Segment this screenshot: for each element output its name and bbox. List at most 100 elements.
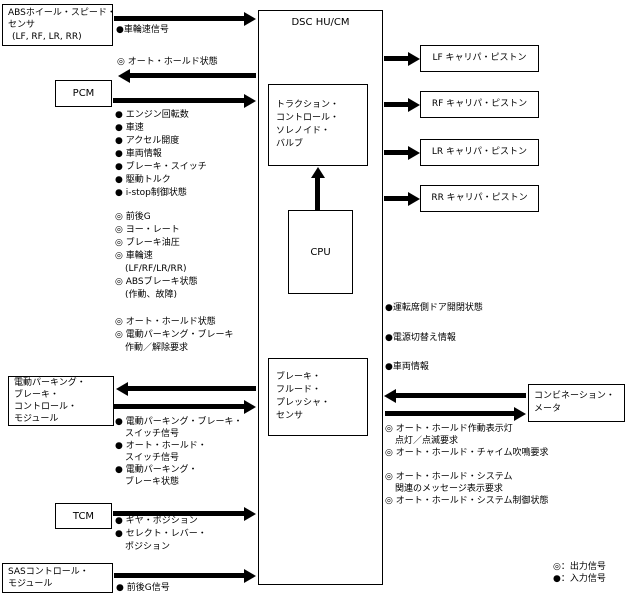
signal-pcm-input: ● i-stop制御状態 xyxy=(115,188,187,198)
signal-dsc-to-epb-cont: 作動／解除要求 xyxy=(125,343,189,353)
signal-pcm-input: ● 車速 xyxy=(115,123,144,133)
signal-epb-input: ● 電動パーキング・ xyxy=(115,465,198,475)
pressure-sensor-line1: ブレーキ・ xyxy=(276,372,322,382)
traction-valve-line4: バルブ xyxy=(276,139,304,149)
signal-epb-input-cont: ブレーキ状態 xyxy=(125,477,180,487)
signal-dsc-output: ◎ 車輪速 xyxy=(115,251,153,261)
signal-dsc-to-epb: ◎ オート・ホールド状態 xyxy=(115,317,216,327)
signal-meter-output: ◎ オート・ホールド・システム xyxy=(385,472,513,482)
combination-meter-line1: コンビネーション・ xyxy=(534,391,615,401)
legend-input-signal: ●：入力信号 xyxy=(553,574,606,584)
signal-tcm-input: ● ギヤ・ポジション xyxy=(115,516,198,526)
signal-meter-output: ◎ オート・ホールド・システム制御状態 xyxy=(385,496,549,506)
abs-sensor-box: ABSホイール・スピード・ センサ (LF, RF, LR, RR) xyxy=(2,4,116,46)
signal-epb-input-cont: スイッチ信号 xyxy=(125,453,180,463)
abs-sensor-label-line2: センサ xyxy=(8,20,36,30)
caliper-lr-label: LR キャリパ・ピストン xyxy=(431,147,528,157)
caliper-rf-label: RF キャリパ・ピストン xyxy=(431,99,528,109)
signal-dsc-output-cont: (作動、故障) xyxy=(125,290,178,300)
signal-dsc-output: ◎ ヨー・レート xyxy=(115,225,180,235)
arrow-dsc-to-caliper-rf xyxy=(384,102,408,107)
traction-valve-box: トラクション・ コントロール・ ソレノイド・ バルブ xyxy=(268,84,368,166)
signal-pcm-input: ● 車両情報 xyxy=(115,149,162,159)
signal-tcm-input: ● セレクト・レバー・ xyxy=(115,529,207,539)
signal-tcm-input-cont: ポジション xyxy=(125,542,171,552)
caliper-lf-box: LF キャリパ・ピストン xyxy=(420,45,539,72)
signal-epb-input-cont: スイッチ信号 xyxy=(125,429,180,439)
signal-dsc-output: ◎ 前後G xyxy=(115,212,151,222)
signal-pcm-input: ● エンジン回転数 xyxy=(115,110,189,120)
signal-list-pcm-inputs: ● エンジン回転数 ● 車速 ● アクセル開度 ● 車両情報 ● ブレーキ・スイ… xyxy=(115,109,207,200)
epb-label-line2: ブレーキ・ xyxy=(14,390,60,400)
tcm-box: TCM xyxy=(55,503,112,529)
epb-label-line1: 電動パーキング・ xyxy=(14,378,86,388)
combination-meter-box: コンビネーション・ メータ xyxy=(528,384,625,422)
traction-valve-line3: ソレノイド・ xyxy=(276,126,331,136)
signal-dsc-output: ◎ ABSブレーキ状態 xyxy=(115,277,198,287)
signal-auto-hold-status-to-pcm: ◎ オート・ホールド状態 xyxy=(117,57,218,67)
sas-label-line2: モジュール xyxy=(8,579,53,589)
tcm-label: TCM xyxy=(72,510,95,522)
signal-list-tcm-inputs: ● ギヤ・ポジション ● セレクト・レバー・ ポジション xyxy=(115,515,207,554)
arrow-dsc-to-pcm xyxy=(130,73,256,78)
caliper-lf-label: LF キャリパ・ピストン xyxy=(432,53,527,63)
caliper-rr-label: RR キャリパ・ピストン xyxy=(431,193,528,203)
epb-label-line4: モジュール xyxy=(14,414,59,424)
signal-dsc-output: ◎ ブレーキ油圧 xyxy=(115,238,180,248)
legend-output-signal: ◎：出力信号 xyxy=(553,562,606,572)
arrow-dsc-to-caliper-rr xyxy=(384,196,408,201)
cpu-box: CPU xyxy=(288,210,353,294)
signal-meter-output-cont: 点灯／点滅要求 xyxy=(395,436,459,446)
pcm-box: PCM xyxy=(55,80,112,107)
signal-epb-input: ● オート・ホールド・ xyxy=(115,441,207,451)
arrow-dsc-to-meter xyxy=(385,411,514,416)
pressure-sensor-line3: プレッシャ・ xyxy=(276,398,331,408)
signal-list-dsc-outputs: ◎ 前後G ◎ ヨー・レート ◎ ブレーキ油圧 ◎ 車輪速 (LF/RF/LR/… xyxy=(115,211,198,302)
signal-longitudinal-g: ● 前後G信号 xyxy=(116,583,170,593)
signal-list-epb-inputs: ● 電動パーキング・ブレーキ・ スイッチ信号 ● オート・ホールド・ スイッチ信… xyxy=(115,416,242,488)
pressure-sensor-line2: フルード・ xyxy=(276,385,322,395)
arrow-dsc-to-caliper-lf xyxy=(384,56,408,61)
signal-driver-door-status: ●運転席側ドア開閉状態 xyxy=(385,303,483,313)
arrow-dsc-to-caliper-lr xyxy=(384,150,408,155)
signal-wheel-speed: ●車輪速信号 xyxy=(116,25,169,35)
sas-module-box: SASコントロール・ モジュール xyxy=(2,563,113,593)
epb-module-box: 電動パーキング・ ブレーキ・ コントロール・ モジュール xyxy=(8,376,114,426)
signal-meter-output: ◎ オート・ホールド・チャイム吹鳴要求 xyxy=(385,448,549,458)
signal-list-dsc-to-epb: ◎ オート・ホールド状態 ◎ 電動パーキング・ブレーキ 作動／解除要求 xyxy=(115,316,233,355)
signal-dsc-output-cont: (LF/RF/LR/RR) xyxy=(125,264,187,274)
arrow-tcm-to-dsc xyxy=(113,511,244,516)
arrow-cpu-to-traction-valve xyxy=(315,178,320,210)
arrow-epb-to-dsc xyxy=(113,404,244,409)
signal-pcm-input: ● アクセル開度 xyxy=(115,136,180,146)
traction-valve-line1: トラクション・ xyxy=(276,100,340,110)
signal-epb-input: ● 電動パーキング・ブレーキ・ xyxy=(115,417,243,427)
signal-pcm-input: ● ブレーキ・スイッチ xyxy=(115,162,207,172)
caliper-rf-box: RF キャリパ・ピストン xyxy=(420,91,539,118)
signal-pcm-input: ● 駆動トルク xyxy=(115,175,171,185)
arrow-sas-to-dsc xyxy=(114,573,244,578)
pcm-label: PCM xyxy=(72,88,95,99)
cpu-label: CPU xyxy=(310,246,331,258)
signal-meter-output: ◎ オート・ホールド作動表示灯 xyxy=(385,424,513,434)
pressure-sensor-box: ブレーキ・ フルード・ プレッシャ・ センサ xyxy=(268,358,368,436)
signal-meter-output-cont: 関連のメッセージ表示要求 xyxy=(395,484,503,494)
pressure-sensor-line4: センサ xyxy=(276,411,304,421)
abs-sensor-label-line1: ABSホイール・スピード・ xyxy=(8,8,116,18)
arrow-abs-to-dsc xyxy=(114,16,244,21)
signal-list-dsc-to-meter: ◎ オート・ホールド作動表示灯 点灯／点滅要求 ◎ オート・ホールド・チャイム吹… xyxy=(385,423,548,507)
signal-power-switch-info: ●電源切替え情報 xyxy=(385,333,456,343)
caliper-lr-box: LR キャリパ・ピストン xyxy=(420,139,539,166)
arrow-pcm-to-dsc xyxy=(113,98,244,103)
sas-label-line1: SASコントロール・ xyxy=(8,567,89,577)
arrow-meter-to-dsc xyxy=(396,393,526,398)
caliper-rr-box: RR キャリパ・ピストン xyxy=(420,185,539,212)
signal-vehicle-info: ●車両情報 xyxy=(385,362,429,372)
legend: ◎：出力信号 ●：入力信号 xyxy=(553,561,606,585)
signal-dsc-to-epb: ◎ 電動パーキング・ブレーキ xyxy=(115,330,234,340)
combination-meter-line2: メータ xyxy=(534,404,562,414)
epb-label-line3: コントロール・ xyxy=(14,402,78,412)
traction-valve-line2: コントロール・ xyxy=(276,113,340,123)
abs-sensor-label-line3: (LF, RF, LR, RR) xyxy=(12,32,82,42)
